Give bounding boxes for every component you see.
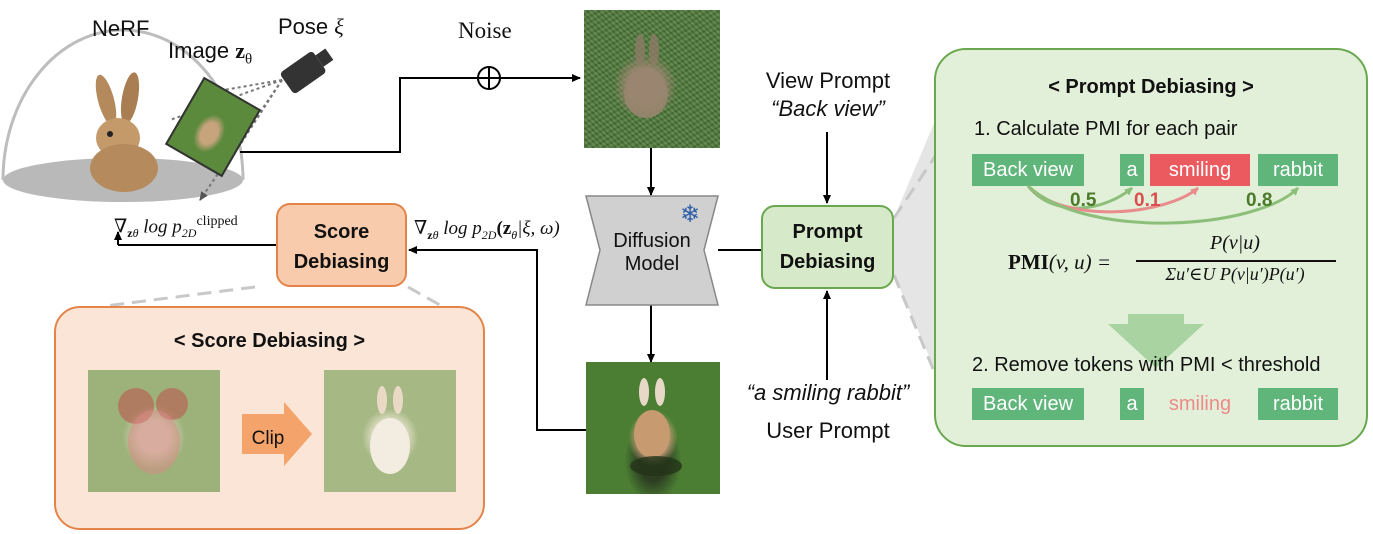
snowflake-icon: ❄ <box>680 201 701 228</box>
pmi-fraction-bar <box>1136 260 1336 262</box>
step1-text: 1. Calculate PMI for each pair <box>974 118 1238 140</box>
pmi-formula-denominator: Σu′∈U P(v|u′)P(u′) <box>1165 264 1305 284</box>
rabbit-icon <box>90 72 158 192</box>
token-a: a <box>1120 154 1144 186</box>
sub-2d: 2D <box>181 226 197 241</box>
clipped-rabbit-icon <box>370 386 410 474</box>
result-token-rabbit: rabbit <box>1258 388 1338 420</box>
condition-text: |ξ, ω) <box>517 218 560 239</box>
pmi-formula: PMI(v, u) = <box>1008 250 1111 275</box>
prompt-debiasing-panel: < Prompt Debiasing > 1. Calculate PMI fo… <box>934 48 1368 447</box>
sub-z: z <box>127 226 133 241</box>
result-token-a: a <box>1120 388 1144 420</box>
clipped-superscript: clipped <box>196 214 238 229</box>
step2-text: 2. Remove tokens with PMI < threshold <box>972 354 1321 376</box>
clip-arrow-shape <box>242 402 312 466</box>
score-debiasing-title: < Score Debiasing > <box>173 330 366 352</box>
prompt-debiasing-box: Prompt Debiasing <box>761 205 894 289</box>
sub-theta-2: θ <box>432 227 439 242</box>
pmi-value-smiling: 0.1 <box>1134 190 1161 211</box>
token-smiling: smiling <box>1150 154 1250 186</box>
image-subscript: θ <box>245 51 253 68</box>
user-prompt-title: User Prompt <box>766 418 890 443</box>
image-symbol: z <box>235 38 246 63</box>
pose-symbol: ξ <box>334 14 344 39</box>
score-heatmap-icon <box>118 388 188 474</box>
token-back-view: Back view <box>972 154 1084 186</box>
pmi-value-a: 0.5 <box>1070 190 1097 211</box>
sub-theta: θ <box>132 226 139 241</box>
noise-label: Noise <box>458 18 512 43</box>
pose-label: Pose ξ <box>278 14 344 40</box>
score-debiasing-line1: Score <box>313 221 370 243</box>
clip-label: Clip <box>251 428 285 449</box>
score-debiasing-line2: Debiasing <box>293 251 390 273</box>
score-debiasing-box: Score Debiasing <box>276 203 407 287</box>
noisy-image <box>584 10 720 148</box>
pose-label-text: Pose <box>278 14 329 39</box>
score-debiasing-panel: < Score Debiasing > Clip <box>54 306 485 530</box>
prompt-debiasing-title: < Prompt Debiasing > <box>1048 76 1254 98</box>
pmi-value-rabbit: 0.8 <box>1246 190 1273 211</box>
down-arrow-icon <box>1108 314 1204 368</box>
paren-z: (z <box>496 218 512 239</box>
pmi-formula-args: (v, u) = <box>1048 250 1111 274</box>
image-label-text: Image <box>168 38 230 63</box>
sub-theta-3: θ <box>511 227 518 242</box>
denoised-image <box>586 362 720 494</box>
sub-z-2: z <box>427 227 433 242</box>
diffusion-model-line2: Model <box>624 253 680 275</box>
clipped-gradient-label: ∇zθ log p2Dclipped <box>114 214 238 241</box>
pmi-formula-lhs: PMI <box>1008 250 1049 274</box>
result-token-smiling-removed: smiling <box>1168 393 1232 415</box>
nabla-symbol-2: ∇ <box>414 218 428 239</box>
log-p-text: log p <box>143 216 182 238</box>
diffusion-model-shape <box>585 195 719 306</box>
diffusion-model-line1: Diffusion <box>613 230 691 252</box>
sub-2d-2: 2D <box>481 227 497 242</box>
unclipped-score-image <box>88 370 220 492</box>
pmi-formula-numerator: P(v|u) <box>1210 232 1260 254</box>
view-prompt-title: View Prompt <box>765 68 891 93</box>
nabla-symbol: ∇ <box>114 216 128 238</box>
result-token-back-view: Back view <box>972 388 1084 420</box>
log-p-text-2: log p <box>443 218 482 239</box>
token-rabbit: rabbit <box>1258 154 1338 186</box>
full-gradient-label: ∇zθ log p2D(zθ|ξ, ω) <box>414 217 560 243</box>
diffusion-model-label: Diffusion Model <box>594 230 710 276</box>
view-prompt-value: “Back view” <box>771 96 885 121</box>
camera-icon <box>280 48 334 94</box>
image-label: Image zθ <box>168 38 252 68</box>
pmi-arcs <box>1026 184 1300 225</box>
prompt-debiasing-line1: Prompt <box>792 221 863 243</box>
prompt-debiasing-line2: Debiasing <box>779 251 876 273</box>
nerf-rabbit-image <box>78 72 170 192</box>
noisy-rabbit-icon <box>624 34 668 118</box>
clean-rabbit-icon <box>630 378 682 476</box>
user-prompt-value: “a smiling rabbit” <box>746 380 910 405</box>
nerf-label: NeRF <box>92 16 150 41</box>
clipped-score-image <box>324 370 456 492</box>
